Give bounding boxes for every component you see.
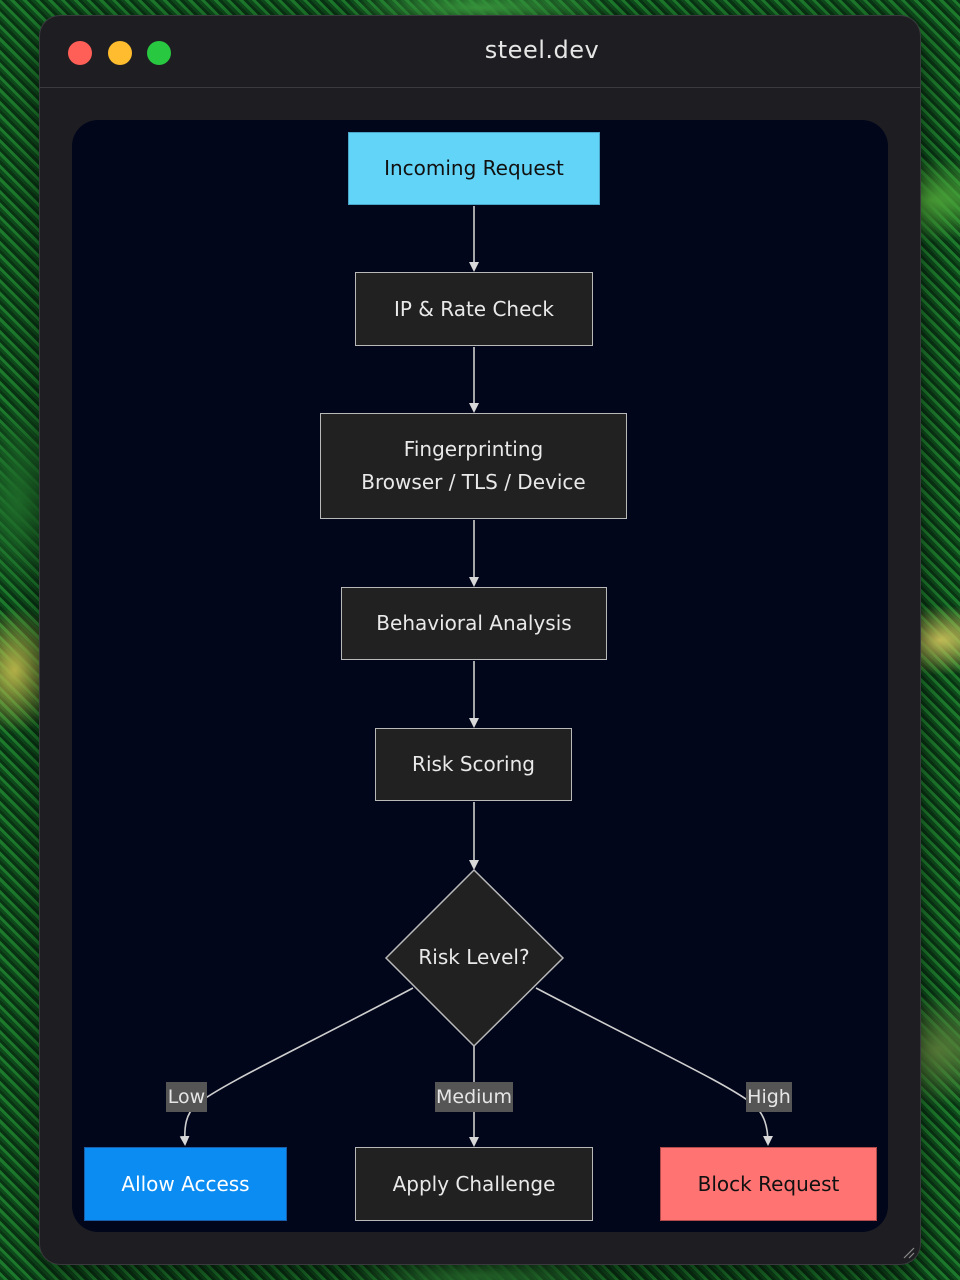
node-incoming-request[interactable]: Incoming Request <box>348 132 600 205</box>
node-ip-rate-check[interactable]: IP & Rate Check <box>355 272 593 346</box>
title-bar: steel.dev <box>40 16 920 88</box>
app-window: steel.dev <box>40 16 920 1264</box>
close-window-button[interactable] <box>68 41 92 65</box>
edge-decision-to-block <box>535 987 773 1146</box>
node-risk-scoring[interactable]: Risk Scoring <box>375 728 572 801</box>
node-allow-access[interactable]: Allow Access <box>84 1147 287 1221</box>
window-title: steel.dev <box>484 36 600 64</box>
edge-decision-to-allow <box>179 987 414 1146</box>
diagram-canvas: Incoming Request IP & Rate Check Fingerp… <box>72 120 888 1232</box>
resize-grip-icon[interactable] <box>902 1246 916 1260</box>
node-behavioral-analysis[interactable]: Behavioral Analysis <box>341 587 607 660</box>
flowchart-edges <box>179 206 773 1147</box>
edge-label-high: High <box>746 1082 792 1112</box>
zoom-window-button[interactable] <box>147 41 171 65</box>
risk-level-diamond <box>384 868 565 1048</box>
node-fingerprinting[interactable]: Fingerprinting Browser / TLS / Device <box>320 413 627 519</box>
node-block-request[interactable]: Block Request <box>660 1147 877 1221</box>
edge-label-low: Low <box>166 1082 207 1112</box>
node-apply-challenge[interactable]: Apply Challenge <box>355 1147 593 1221</box>
flowchart: Incoming Request IP & Rate Check Fingerp… <box>40 16 920 1264</box>
node-risk-level-label: Risk Level? <box>418 945 530 969</box>
edge-label-medium: Medium <box>435 1082 513 1112</box>
minimize-window-button[interactable] <box>108 41 132 65</box>
